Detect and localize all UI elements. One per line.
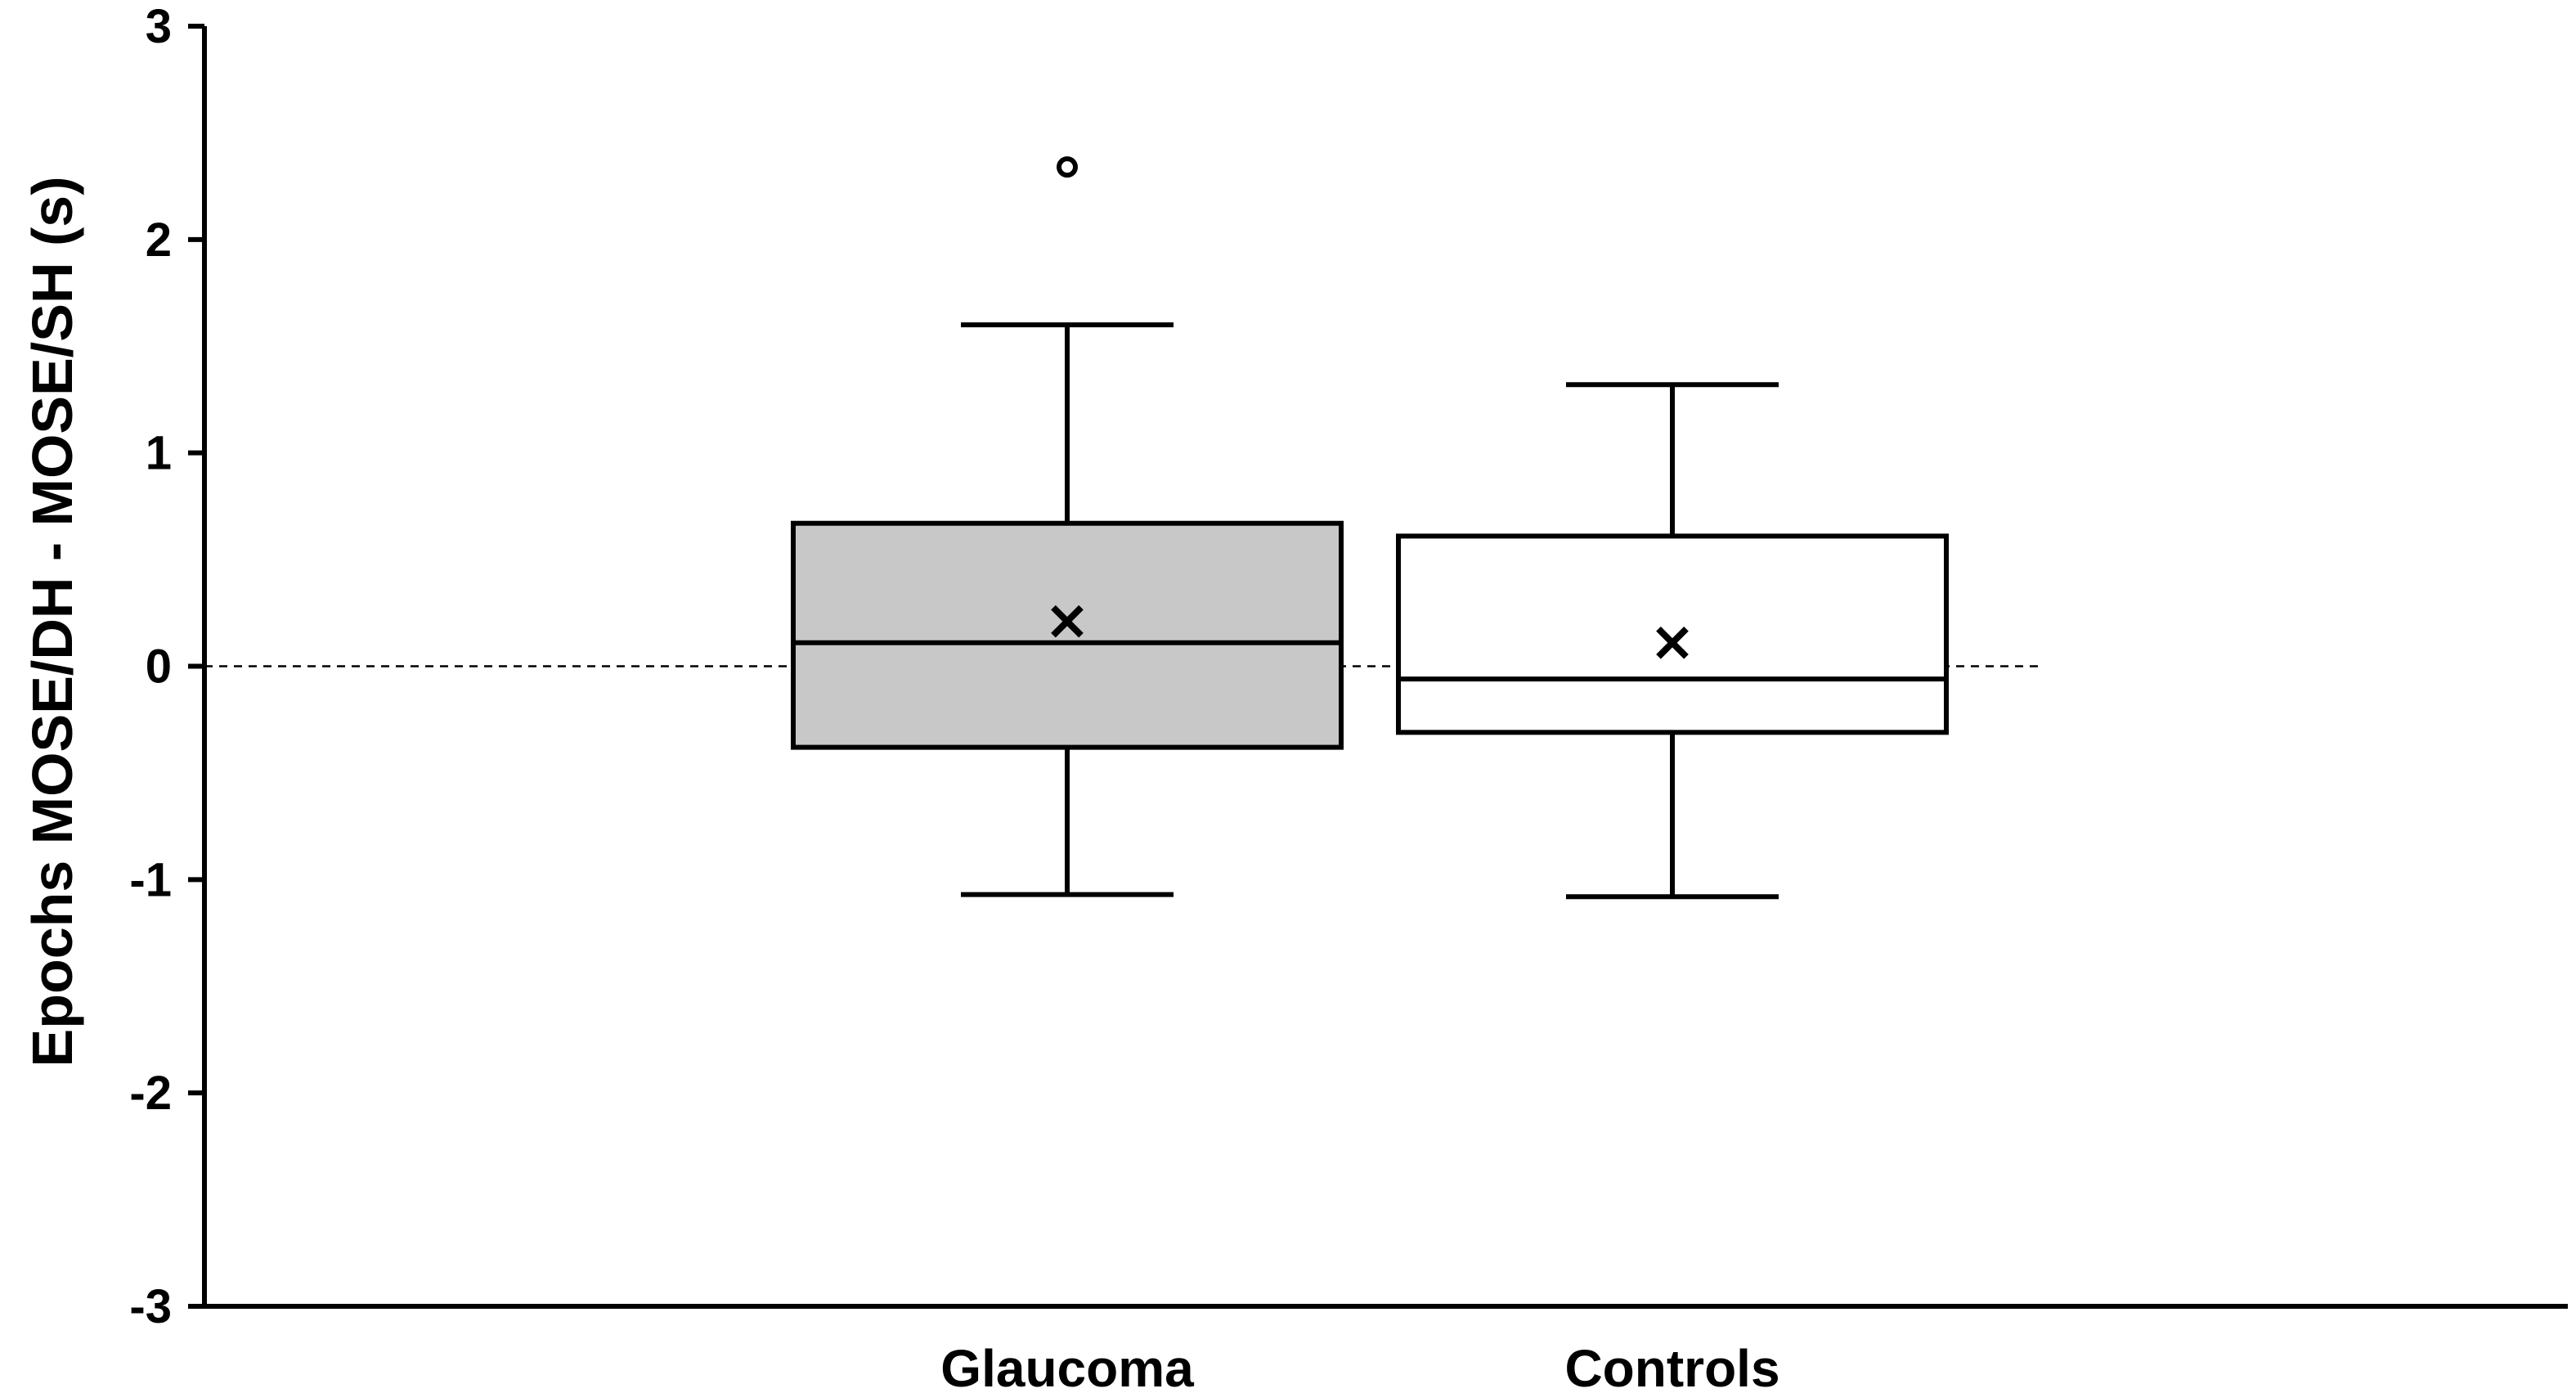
y-tick-label: 1 <box>146 427 172 480</box>
mean-marker-stroke <box>1656 626 1689 659</box>
category-labels: Glaucoma Controls <box>940 1339 1779 1393</box>
iqr-box <box>791 520 1344 750</box>
iqr-box <box>1396 533 1949 735</box>
y-tick-label: 2 <box>146 213 172 267</box>
mean-marker <box>1051 604 1084 638</box>
category-label: Controls <box>1564 1339 1779 1393</box>
y-tick-label: 3 <box>146 0 172 53</box>
boxes <box>791 156 1949 900</box>
y-tick-label: -2 <box>129 1067 172 1120</box>
outlier-point <box>1057 156 1078 178</box>
y-tick-label: -3 <box>129 1280 172 1333</box>
y-ticks: 3 2 1 0 -1 -2 -3 <box>129 0 204 1333</box>
category-label: Glaucoma <box>940 1339 1194 1393</box>
box-controls <box>1396 382 1949 900</box>
y-tick-label: 0 <box>146 640 172 694</box>
mean-marker-stroke <box>1051 604 1084 638</box>
box-glaucoma <box>791 156 1344 897</box>
y-axis-title: Epochs MOSE/DH - MOSE/SH (s) <box>20 177 84 1067</box>
y-tick-label: -1 <box>129 853 172 906</box>
mean-marker <box>1656 626 1689 659</box>
